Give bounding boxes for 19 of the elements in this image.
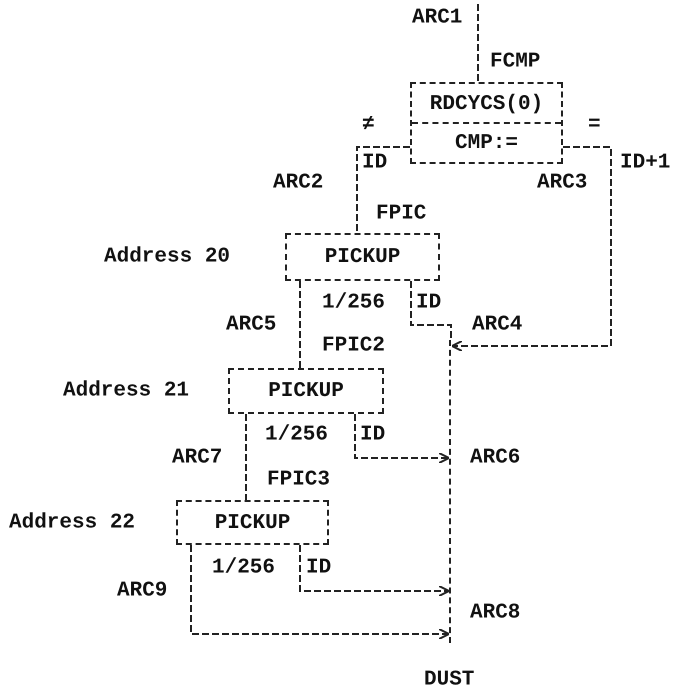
connector-line — [299, 545, 450, 597]
box-text: RDCYCS(0) — [428, 94, 544, 114]
box-text: PICKUP — [214, 512, 292, 534]
process-box — [228, 368, 384, 414]
bus-line — [449, 340, 452, 643]
connector-line — [190, 545, 450, 640]
connector-line — [477, 4, 479, 82]
box-text: PICKUP — [267, 381, 345, 402]
box-text: CMP:= — [454, 132, 519, 154]
connector-line — [354, 414, 450, 464]
process-box — [285, 233, 440, 281]
box-text: PICKUP — [324, 247, 402, 268]
connector-line — [410, 281, 452, 340]
connector-line — [451, 146, 612, 352]
compartment-box — [410, 82, 563, 164]
connector-line — [356, 146, 410, 233]
connector-line — [299, 281, 301, 368]
connector-line — [245, 414, 247, 500]
process-box — [176, 500, 329, 545]
